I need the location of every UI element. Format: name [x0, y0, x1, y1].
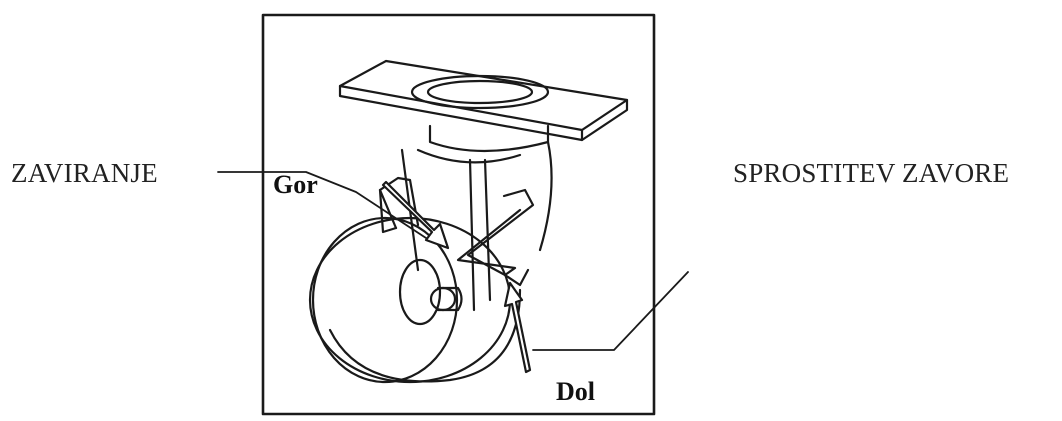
caster-fork — [400, 140, 553, 272]
illustration-frame — [261, 13, 656, 416]
swivel-bearing — [428, 124, 550, 153]
swivel-ring — [410, 74, 550, 110]
leader-line-release — [532, 271, 689, 351]
leader-line-brake — [217, 171, 427, 239]
down-label: Dol — [556, 377, 595, 406]
brake-label: ZAVIRANJE — [11, 158, 158, 188]
up-label: Gor — [273, 170, 318, 199]
release-label: SPROSTITEV ZAVORE — [733, 158, 1010, 188]
brake-lever — [378, 176, 420, 230]
wheel-outer — [311, 216, 459, 384]
axle-bolt — [429, 286, 457, 312]
down-arrow — [503, 281, 532, 374]
brake-pedal — [456, 188, 535, 277]
up-arrow — [381, 180, 450, 250]
wheel-hub — [398, 258, 442, 326]
mounting-plate — [338, 59, 629, 132]
